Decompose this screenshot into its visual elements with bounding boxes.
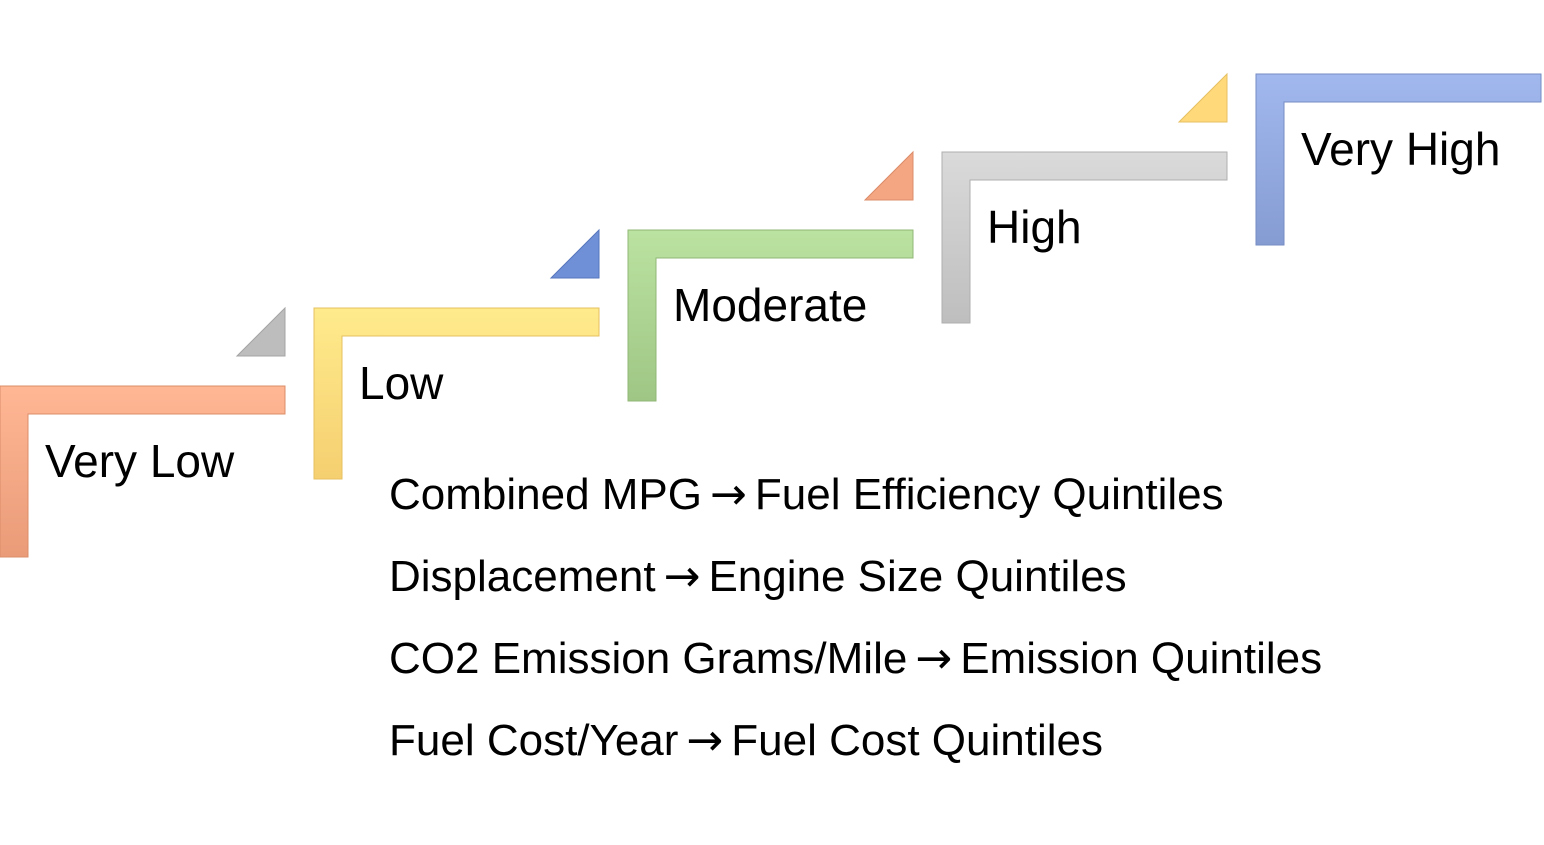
right-arrow-icon: →	[663, 551, 701, 602]
right-arrow-icon: →	[710, 469, 747, 520]
step-bracket-very-low	[0, 385, 286, 558]
right-arrow-icon: →	[686, 715, 724, 766]
step-connector-triangle-moderate	[863, 150, 914, 201]
mapping-row-fuel-cost: Fuel Cost/Year→Fuel Cost Quintiles	[389, 714, 1322, 796]
step-bracket-high	[941, 151, 1228, 324]
mapping-source: CO2 Emission Grams/Mile	[389, 634, 908, 683]
step-label-high: High	[987, 201, 1082, 253]
right-arrow-icon: →	[915, 633, 953, 684]
step-bracket-very-high	[1255, 73, 1542, 246]
mapping-target: Emission Quintiles	[960, 634, 1323, 683]
mapping-source: Fuel Cost/Year	[389, 716, 679, 765]
mapping-row-displacement: Displacement→Engine Size Quintiles	[389, 550, 1322, 632]
mapping-source: Displacement	[389, 552, 656, 601]
mapping-source: Combined MPG	[389, 470, 703, 519]
mapping-target: Fuel Efficiency Quintiles	[754, 470, 1224, 519]
step-label-very-high: Very High	[1301, 123, 1501, 175]
step-label-moderate: Moderate	[673, 279, 868, 331]
step-connector-triangle-low	[549, 228, 600, 279]
step-bracket-low	[313, 307, 600, 480]
mapping-row-mpg: Combined MPG→Fuel Efficiency Quintiles	[389, 468, 1322, 550]
step-connector-triangle-high	[1177, 72, 1228, 123]
step-bracket-moderate	[627, 229, 914, 402]
step-label-very-low: Very Low	[45, 435, 235, 487]
mapping-target: Engine Size Quintiles	[708, 552, 1127, 601]
step-label-low: Low	[359, 357, 444, 409]
mapping-row-co2: CO2 Emission Grams/Mile→Emission Quintil…	[389, 632, 1322, 714]
step-connector-triangle-very-low	[235, 306, 286, 357]
variable-mapping-list: Combined MPG→Fuel Efficiency Quintiles D…	[389, 468, 1322, 796]
mapping-target: Fuel Cost Quintiles	[731, 716, 1103, 765]
